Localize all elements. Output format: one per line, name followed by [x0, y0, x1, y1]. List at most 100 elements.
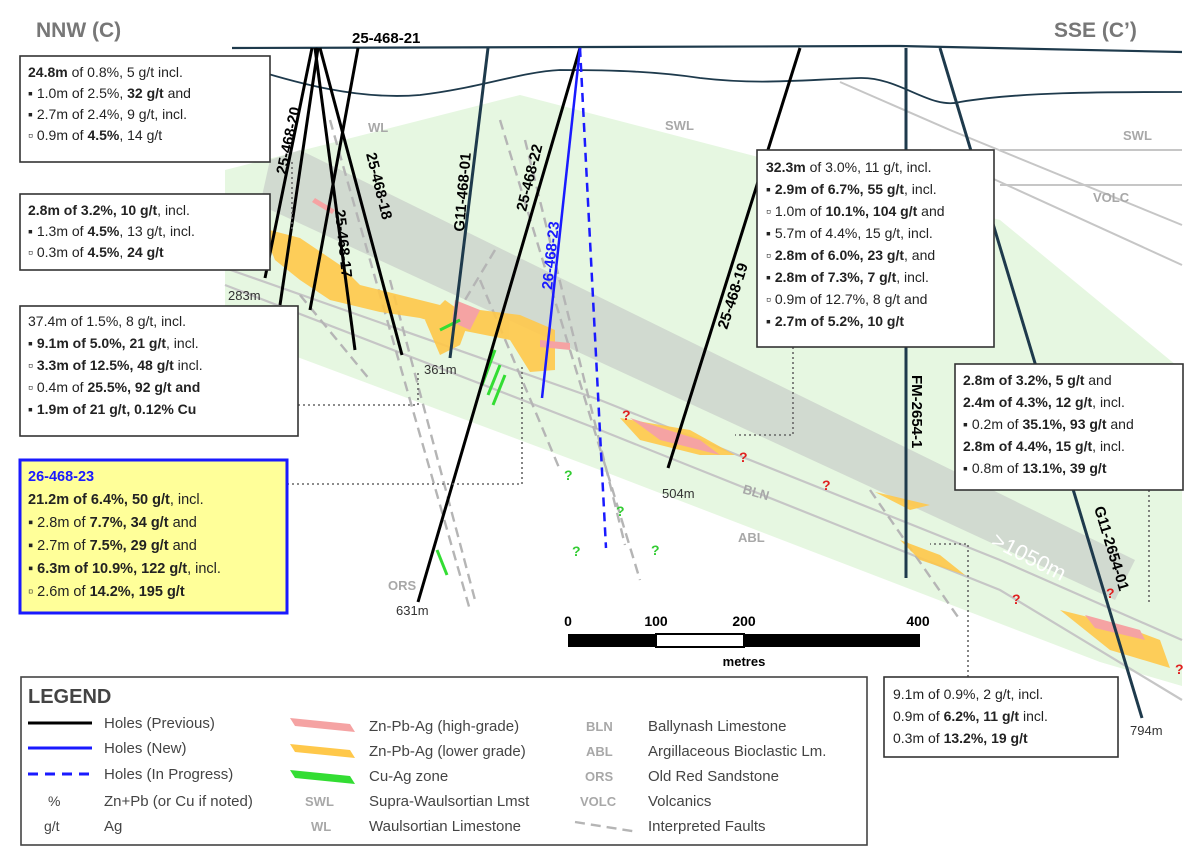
unknown-markers: ? ? ? ? ? ? ? ? ? ? [564, 407, 1184, 677]
question-mark: ? [1106, 585, 1115, 601]
intercept-line: ▪ 2.8m of 7.7%, 34 g/t and [28, 515, 197, 531]
legend-label: Interpreted Faults [648, 818, 766, 835]
intercept-line: ▪ 1.9m of 21 g/t, 0.12% Cu [28, 401, 196, 417]
legend-symbol-faults [574, 820, 639, 834]
legend-label: Supra-Waulsortian Lmst [369, 793, 530, 810]
scale-tick: 200 [732, 613, 756, 629]
unit-label: ORS [388, 578, 417, 593]
hole-25-468-20 [263, 47, 314, 279]
intercept-line: ▫ 0.9m of 4.5%, 14 g/t [28, 127, 162, 143]
hole-25-468-19 [666, 47, 802, 469]
intercept-line: 2.8m of 4.4%, 15 g/t, incl. [963, 438, 1125, 454]
intercept-line: ▫ 2.8m of 6.0%, 23 g/t, and [766, 247, 935, 263]
question-mark: ? [564, 467, 573, 483]
hole-label-g11-468-01: G11-468-01 [451, 152, 475, 232]
intercept-line: 9.1m of 0.9%, 2 g/t, incl. [893, 686, 1043, 702]
depth-label: 283m [228, 288, 261, 303]
scale-tick: 0 [564, 613, 572, 629]
intercept-box-1-lines: 24.8m of 0.8%, 5 g/t incl.▪ 1.0m of 2.5%… [28, 64, 191, 143]
intercept-line: ▪ 2.7m of 5.2%, 10 g/t [766, 313, 904, 329]
bln-base-boundary [224, 283, 1183, 701]
intercept-line: ▪ 2.7m of 7.5%, 29 g/t and [28, 538, 197, 554]
intercept-line: ▪ 2.7m of 2.4%, 9 g/t, incl. [28, 106, 187, 122]
legend-label: Cu-Ag zone [369, 768, 448, 785]
hole-25-468-21 [313, 47, 357, 351]
intercept-line: 37.4m of 1.5%, 8 g/t, incl. [28, 313, 186, 329]
intercept-box-2-lines: 2.8m of 3.2%, 10 g/t, incl.▪ 1.3m of 4.5… [28, 202, 195, 260]
intercept-box-7 [883, 676, 1119, 758]
scale-bar: 0 100 200 400 metres [564, 613, 930, 669]
intercept-line: ▫ 3.3m of 12.5%, 48 g/t incl. [28, 357, 203, 373]
depth-label: 631m [396, 603, 429, 618]
hole-25-468-17 [278, 47, 320, 306]
legend-label: Holes (New) [104, 740, 187, 757]
legend-label: Argillaceous Bioclastic Lm. [648, 743, 826, 760]
legend-label: Holes (Previous) [104, 715, 215, 732]
legend-symbol-percent: % [48, 793, 60, 809]
cu-ag-zones [435, 318, 507, 576]
unit-label: BLN [741, 481, 771, 503]
depth-label: 794m [1130, 723, 1163, 738]
legend-label: Volcanics [648, 793, 711, 810]
legend-label: Zn-Pb-Ag (high-grade) [369, 718, 519, 735]
legend-label: Old Red Sandstone [648, 768, 779, 785]
intercept-line: ▪ 6.3m of 10.9%, 122 g/t, incl. [28, 561, 221, 577]
unit-boundary-upper [839, 81, 1183, 226]
legend-label: Waulsortian Limestone [369, 818, 521, 835]
intercept-line: 2.8m of 3.2%, 5 g/t and [963, 372, 1112, 388]
bln-top-boundary [224, 266, 1183, 642]
intercept-line: ▪ 2.9m of 6.7%, 55 g/t, incl. [766, 181, 937, 197]
intercept-line: ▫ 1.0m of 10.1%, 104 g/t and [766, 203, 945, 219]
question-mark: ? [572, 543, 581, 559]
question-mark: ? [1012, 591, 1021, 607]
intercept-line: 32.3m of 3.0%, 11 g/t, incl. [766, 159, 932, 175]
intercept-box-7-lines: 9.1m of 0.9%, 2 g/t, incl.0.9m of 6.2%, … [893, 686, 1048, 746]
legend-symbol-gt: g/t [44, 818, 60, 834]
legend-label: Ballynash Limestone [648, 718, 786, 735]
intercept-line: 26-468-23 [28, 469, 94, 485]
intercept-line: ▪ 0.2m of 35.1%, 93 g/t and [963, 416, 1134, 432]
legend-label: Zn-Pb-Ag (lower grade) [369, 743, 526, 760]
hole-25-468-18 [318, 47, 404, 356]
scale-tick: 100 [644, 613, 668, 629]
hole-in-progress [578, 47, 608, 549]
intercept-line: ▪ 5.7m of 4.4%, 15 g/t, incl. [766, 225, 933, 241]
unit-label: WL [368, 120, 388, 135]
question-mark: ? [1175, 661, 1184, 677]
intercept-box-5 [756, 149, 995, 348]
intercept-line: ▪ 0.8m of 13.1%, 39 g/t [963, 460, 1107, 476]
legend-box [20, 676, 868, 846]
intercept-line: ▫ 0.9m of 12.7%, 8 g/t and [766, 291, 927, 307]
scale-unit: metres [723, 654, 766, 669]
intercept-box-6 [954, 363, 1184, 491]
intercept-line: 21.2m of 6.4%, 50 g/t, incl. [28, 492, 204, 508]
intercept-line: 0.3m of 13.2%, 19 g/t [893, 730, 1028, 746]
intercept-line: ▪ 1.3m of 4.5%, 13 g/t, incl. [28, 223, 195, 239]
legend-symbol-bln: BLN [586, 719, 613, 734]
intercept-box-4-lines: 26-468-23 21.2m of 6.4%, 50 g/t, incl. ▪ 2… [28, 469, 221, 600]
intercept-line: ▫ 2.6m of 14.2%, 195 g/t [28, 584, 185, 600]
section-label-right: SSE (C’) [1054, 19, 1137, 42]
high-grade-zones [312, 198, 1145, 640]
intercept-box-5-lines: 32.3m of 3.0%, 11 g/t, incl. ▪ 2.9m of 6.… [766, 159, 945, 329]
question-mark: ? [622, 407, 631, 423]
overburden-base-line [229, 61, 1183, 105]
legend-symbol-lower-grade [290, 744, 355, 758]
hole-label-fm-2654-1: FM-2654-1 [908, 375, 925, 448]
legend-symbol-swl: SWL [305, 794, 334, 809]
question-mark: ? [616, 503, 625, 519]
legend-label: Ag [104, 818, 122, 835]
intercept-box-2 [19, 193, 271, 271]
legend-symbol-ors: ORS [585, 769, 614, 784]
legend-label: Holes (In Progress) [104, 766, 233, 783]
unit-labels: WL SWL SWL VOLC BLN ABL ORS [368, 118, 1152, 593]
unit-label: SWL [665, 118, 694, 133]
hole-label-25-468-21: 25-468-21 [352, 30, 420, 47]
legend-symbol-wl: WL [311, 819, 331, 834]
question-mark: ? [651, 542, 660, 558]
unit-label: ABL [738, 530, 765, 545]
question-mark: ? [739, 449, 748, 465]
